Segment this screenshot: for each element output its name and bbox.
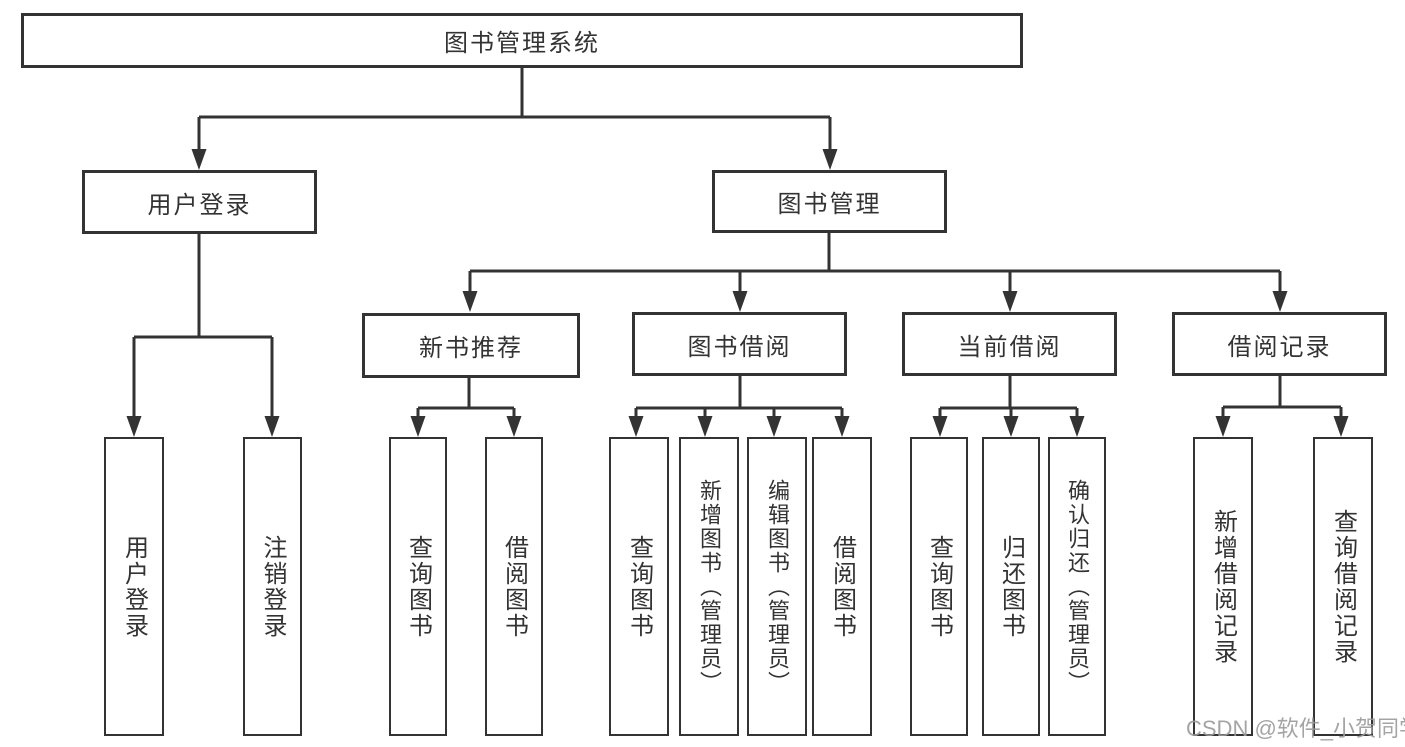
arrowhead: [766, 416, 782, 437]
node-label: 新书推荐: [419, 335, 523, 362]
arrowhead: [732, 291, 748, 312]
leaf-return-books: 归还图书: [982, 437, 1040, 736]
csdn-watermark: CSDN @软件_小贺同学: [1186, 716, 1405, 741]
connector-book-mgmt-branch: [468, 233, 1282, 292]
arrowhead: [410, 416, 426, 437]
node-label: 查询图书: [625, 534, 653, 639]
leaf-confirm-return-admin: 确认归还（管理员）: [1048, 437, 1106, 736]
node-label: 当前借阅: [957, 333, 1062, 361]
leaf-borrow-books-borrowing: 借阅图书: [812, 437, 872, 736]
arrowhead: [932, 416, 948, 437]
node-label: 图书管理: [777, 191, 882, 218]
node-library-management-system: 图书管理系统: [21, 13, 1023, 68]
node-label: 用户登录: [147, 191, 252, 219]
node-label: 图书借阅: [687, 333, 792, 361]
node-label: 新增借阅记录: [1209, 508, 1237, 665]
node-user-login: 用户登录: [82, 170, 317, 234]
leaf-query-books-recommend: 查询图书: [389, 437, 447, 736]
arrowhead: [506, 416, 522, 437]
node-label: 注销登录: [259, 534, 286, 639]
arrowhead: [191, 149, 207, 170]
connector-user-login-branch: [132, 234, 274, 417]
arrowhead: [1069, 416, 1085, 437]
leaf-edit-book-admin: 编辑图书（管理员）: [747, 437, 807, 736]
node-label: 借阅记录: [1227, 333, 1332, 361]
node-label: 图书管理系统: [444, 30, 600, 57]
arrowhead: [1003, 416, 1019, 437]
node-current-borrowing: 当前借阅: [902, 312, 1117, 376]
arrowhead: [834, 416, 850, 437]
arrowhead: [697, 416, 713, 437]
leaf-query-books-borrowing: 查询图书: [609, 437, 669, 736]
node-book-borrowing: 图书借阅: [632, 312, 847, 376]
node-label: 借阅图书: [500, 534, 528, 639]
node-label: 借阅图书: [828, 534, 856, 639]
arrowhead: [628, 416, 644, 437]
connector-borrow-record-branch: [1221, 376, 1343, 417]
connector-book-borrow-branch: [634, 376, 844, 417]
leaf-user-login: 用户登录: [104, 437, 164, 736]
arrowhead: [1272, 291, 1288, 312]
arrowhead: [462, 291, 478, 312]
leaf-add-book-admin: 新增图书（管理员）: [679, 437, 739, 736]
leaf-add-borrow-record: 新增借阅记录: [1193, 437, 1253, 736]
arrowhead: [264, 416, 280, 437]
node-label: 用户登录: [120, 534, 148, 639]
node-new-book-recommendation: 新书推荐: [362, 313, 580, 378]
arrowheads: [126, 149, 1349, 437]
node-label: 查询借阅记录: [1329, 508, 1357, 665]
connector-current-borrow-branch: [938, 376, 1079, 417]
node-label: 归还图书: [997, 534, 1025, 639]
leaf-logout: 注销登录: [243, 437, 302, 736]
node-label: 编辑图书（管理员）: [765, 478, 790, 695]
connector-root-branch: [197, 68, 832, 150]
node-borrowing-records: 借阅记录: [1172, 312, 1387, 376]
leaf-query-borrow-record: 查询借阅记录: [1313, 437, 1373, 736]
leaf-query-books-current: 查询图书: [910, 437, 968, 736]
node-label: 新增图书（管理员）: [697, 478, 722, 695]
arrowhead: [1333, 416, 1349, 437]
arrowhead: [822, 149, 838, 170]
node-label: 查询图书: [404, 534, 432, 639]
connector-new-book-branch: [416, 378, 516, 417]
arrowhead: [1215, 416, 1231, 437]
node-book-management: 图书管理: [712, 170, 947, 233]
arrowhead: [126, 416, 142, 437]
arrowhead: [1002, 291, 1018, 312]
node-label: 确认归还（管理员）: [1065, 478, 1090, 695]
leaf-borrow-books-recommend: 借阅图书: [485, 437, 543, 736]
node-label: 查询图书: [925, 534, 953, 639]
